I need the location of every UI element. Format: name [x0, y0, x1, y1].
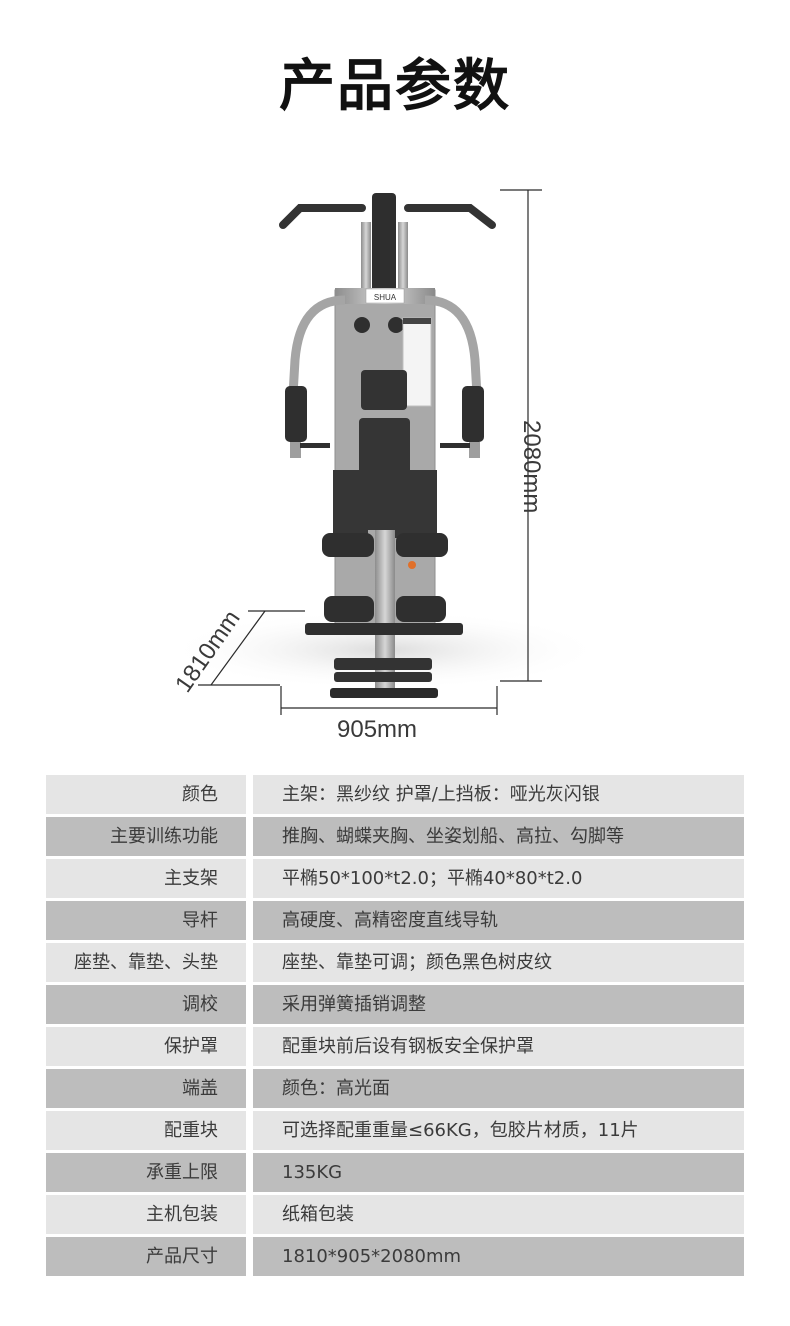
width-dimension-label: 905mm — [337, 716, 418, 743]
dimension-lines — [198, 189, 542, 715]
spec-row-dimensions: 产品尺寸 1810*905*2080mm — [46, 1237, 744, 1276]
spec-row-packaging: 主机包装 纸箱包装 — [46, 1195, 744, 1234]
spec-value: 1810*905*2080mm — [253, 1237, 744, 1276]
home-gym-machine-illustration: SHUA — [165, 189, 605, 715]
spec-value: 座垫、靠垫可调；颜色黑色树皮纹 — [253, 943, 744, 982]
spec-value: 平椭50*100*t2.0；平椭40*80*t2.0 — [253, 859, 744, 898]
spec-label: 主机包装 — [46, 1195, 246, 1234]
height-dimension-label: 2080mm — [518, 420, 545, 514]
spec-label: 导杆 — [46, 901, 246, 940]
spec-row-end-cap: 端盖 颜色：高光面 — [46, 1069, 744, 1108]
spec-value: 颜色：高光面 — [253, 1069, 744, 1108]
spec-value: 采用弹簧插销调整 — [253, 985, 744, 1024]
spec-row-guide-rod: 导杆 高硬度、高精密度直线导轨 — [46, 901, 744, 940]
spec-value: 配重块前后设有钢板安全保护罩 — [253, 1027, 744, 1066]
spec-label: 承重上限 — [46, 1153, 246, 1192]
spec-table: 颜色 主架：黑纱纹 护罩/上挡板：哑光灰闪银 主要训练功能 推胸、蝴蝶夹胸、坐姿… — [46, 775, 744, 1279]
spec-row-adjustment: 调校 采用弹簧插销调整 — [46, 985, 744, 1024]
brand-logo: SHUA — [374, 293, 397, 302]
spec-row-training-functions: 主要训练功能 推胸、蝴蝶夹胸、坐姿划船、高拉、勾脚等 — [46, 817, 744, 856]
spec-label: 主支架 — [46, 859, 246, 898]
spec-value: 推胸、蝴蝶夹胸、坐姿划船、高拉、勾脚等 — [253, 817, 744, 856]
spec-label: 配重块 — [46, 1111, 246, 1150]
spec-value: 主架：黑纱纹 护罩/上挡板：哑光灰闪银 — [253, 775, 744, 814]
spec-value: 高硬度、高精密度直线导轨 — [253, 901, 744, 940]
spec-label: 主要训练功能 — [46, 817, 246, 856]
spec-label: 保护罩 — [46, 1027, 246, 1066]
spec-label: 产品尺寸 — [46, 1237, 246, 1276]
spec-label: 颜色 — [46, 775, 246, 814]
spec-row-shroud: 保护罩 配重块前后设有钢板安全保护罩 — [46, 1027, 744, 1066]
spec-value: 纸箱包装 — [253, 1195, 744, 1234]
spec-row-pads: 座垫、靠垫、头垫 座垫、靠垫可调；颜色黑色树皮纹 — [46, 943, 744, 982]
spec-value: 可选择配重重量≤66KG，包胶片材质，11片 — [253, 1111, 744, 1150]
spec-label: 座垫、靠垫、头垫 — [46, 943, 246, 982]
spec-label: 端盖 — [46, 1069, 246, 1108]
spec-value: 135KG — [253, 1153, 744, 1192]
spec-row-color: 颜色 主架：黑纱纹 护罩/上挡板：哑光灰闪银 — [46, 775, 744, 814]
spec-row-weight-stack: 配重块 可选择配重重量≤66KG，包胶片材质，11片 — [46, 1111, 744, 1150]
spec-row-max-load: 承重上限 135KG — [46, 1153, 744, 1192]
product-figure: SHUA — [0, 170, 790, 760]
spec-row-main-frame: 主支架 平椭50*100*t2.0；平椭40*80*t2.0 — [46, 859, 744, 898]
page-title: 产品参数 — [279, 54, 511, 119]
spec-label: 调校 — [46, 985, 246, 1024]
